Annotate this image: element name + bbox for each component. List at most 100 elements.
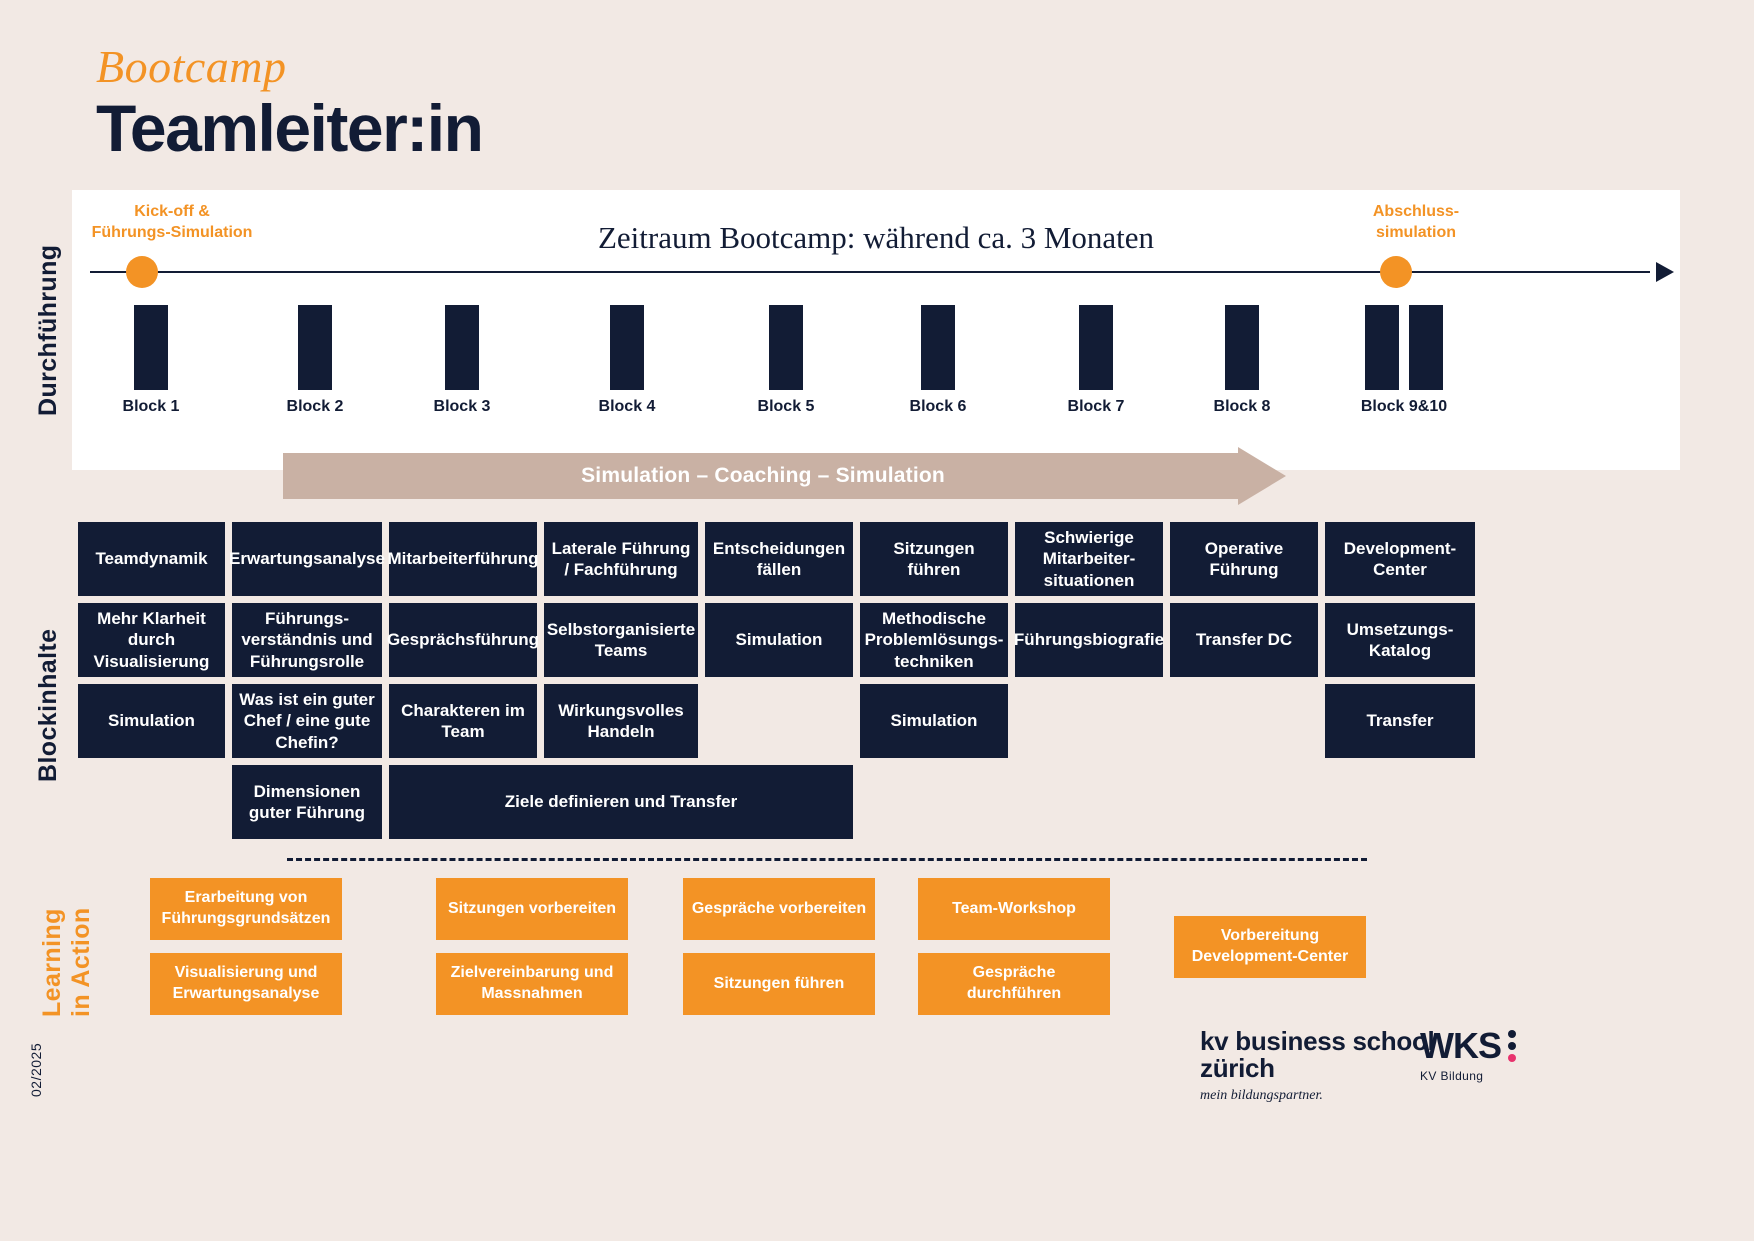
kv-logo-line1: kv business school: [1200, 1026, 1435, 1056]
timeline-bar-label-9: Block 9&10: [1360, 398, 1448, 415]
grid-cell[interactable]: Transfer DC: [1170, 603, 1318, 677]
learning-action-box[interactable]: Zielvereinbarung und Massnahmen: [436, 953, 628, 1015]
simulation-coaching-arrow: Simulation – Coaching – Simulation: [283, 447, 1323, 519]
timeline-axis: [90, 271, 1650, 273]
timeline-bar-label-8: Block 8: [1213, 398, 1271, 415]
timeline-panel: Zeitraum Bootcamp: während ca. 3 Monaten…: [72, 190, 1680, 470]
grid-cell[interactable]: Development-Center: [1325, 522, 1475, 596]
arrow-body: [283, 453, 1243, 499]
grid-cell[interactable]: Führungs-verständnis und Führungsrolle: [232, 603, 382, 677]
kickoff-label: Kick-off & Führungs-Simulation: [91, 203, 253, 241]
rail-label-learning-in-action: Learning in Action: [38, 907, 95, 1018]
grid-cell[interactable]: Selbstorganisierte Teams: [544, 603, 698, 677]
learning-column: Vorbereitung Development-Center: [1174, 916, 1366, 991]
timeline-bar-5: [769, 305, 803, 390]
kv-logo-tagline: mein bildungspartner.: [1200, 1087, 1323, 1103]
learning-action-box[interactable]: Erarbeitung von Führungsgrundsätzen: [150, 878, 342, 940]
learning-action-box[interactable]: Team-Workshop: [918, 878, 1110, 940]
section-divider: [287, 858, 1367, 861]
grid-cell[interactable]: Umsetzungs-Katalog: [1325, 603, 1475, 677]
kicker-text: Bootcamp: [96, 41, 287, 92]
grid-cell[interactable]: Laterale Führung / Fachführung: [544, 522, 698, 596]
grid-cell[interactable]: Schwierige Mitarbeiter-situationen: [1015, 522, 1163, 596]
grid-cell[interactable]: Führungsbiografie: [1014, 603, 1164, 677]
learning-action-box[interactable]: Sitzungen vorbereiten: [436, 878, 628, 940]
timeline-bar-3: [445, 305, 479, 390]
grid-cell[interactable]: Entscheidungen fällen: [705, 522, 853, 596]
learning-action-box[interactable]: Gespräche vorbereiten: [683, 878, 875, 940]
date-stamp: 02/2025: [28, 1042, 44, 1098]
wks-dot-top: [1508, 1030, 1516, 1038]
grid-cell[interactable]: Transfer: [1325, 684, 1475, 758]
grid-cell[interactable]: Mehr Klarheit durch Visualisierung: [78, 603, 225, 677]
timeline-bar-1: [134, 305, 168, 390]
grid-cell[interactable]: Sitzungen führen: [860, 522, 1008, 596]
wks-logo-name: WKS: [1420, 1025, 1502, 1066]
grid-cell[interactable]: Erwartungsanalyse: [229, 522, 385, 596]
wks-dot-middle: [1508, 1042, 1516, 1050]
final-simulation-label: Abschluss- simulation: [1372, 203, 1460, 241]
rail-label-durchfuehrung: Durchführung: [34, 244, 62, 416]
page-header: Bootcamp Teamleiter:in: [96, 41, 484, 165]
grid-cell-empty: [705, 684, 853, 758]
grid-cell[interactable]: Simulation: [860, 684, 1008, 758]
kv-logo-line2: zürich: [1200, 1053, 1275, 1084]
timeline-bar-label-6: Block 6: [909, 398, 967, 415]
wks-dot-bottom: [1508, 1054, 1516, 1062]
wks-dots-icon: [1508, 1030, 1516, 1062]
grid-cell[interactable]: Teamdynamik: [78, 522, 225, 596]
grid-cell[interactable]: Gesprächsführung: [387, 603, 539, 677]
grid-cell[interactable]: Operative Führung: [1170, 522, 1318, 596]
timeline-bar-7: [1079, 305, 1113, 390]
grid-cell[interactable]: Simulation: [705, 603, 853, 677]
timeline-bar-label-7: Block 7: [1067, 398, 1125, 415]
grid-cell[interactable]: Mitarbeiterführung: [387, 522, 539, 596]
grid-cell-empty: [1170, 684, 1318, 758]
timeline-bar-4: [610, 305, 644, 390]
timeline-bar-label-1: Block 1: [122, 398, 180, 415]
grid-cell[interactable]: Simulation: [78, 684, 225, 758]
timeline-bar-6: [921, 305, 955, 390]
grid-cell-empty: [78, 765, 225, 839]
wks-logo: WKS KV Bildung: [1420, 1025, 1516, 1083]
grid-cell[interactable]: Methodische Problemlösungs-techniken: [860, 603, 1008, 677]
wks-logo-sub: KV Bildung: [1420, 1069, 1484, 1083]
grid-cell[interactable]: Dimensionen guter Führung: [232, 765, 382, 839]
timeline-bar-10: [1409, 305, 1443, 390]
learning-action-box[interactable]: Vorbereitung Development-Center: [1174, 916, 1366, 978]
grid-cell[interactable]: Ziele definieren und Transfer: [389, 765, 853, 839]
learning-action-box[interactable]: Gespräche durchführen: [918, 953, 1110, 1015]
kv-business-school-logo: kv business school zürich mein bildungsp…: [1200, 1026, 1435, 1104]
learning-action-box[interactable]: Visualisierung und Erwartungsanalyse: [150, 953, 342, 1015]
timeline-bar-label-4: Block 4: [598, 398, 656, 415]
arrow-head-icon: [1238, 447, 1286, 505]
wks-logo-name-row: WKS: [1420, 1025, 1516, 1067]
timeline-bar-label-5: Block 5: [757, 398, 815, 415]
timeline-bar-9: [1365, 305, 1399, 390]
timeline-bar-8: [1225, 305, 1259, 390]
grid-cell[interactable]: Charakteren im Team: [389, 684, 537, 758]
final-simulation-milestone-dot: [1380, 256, 1412, 288]
timeline-bar-2: [298, 305, 332, 390]
arrow-label: Simulation – Coaching – Simulation: [581, 464, 945, 487]
grid-cell[interactable]: Was ist ein guter Chef / eine gute Chefi…: [232, 684, 382, 758]
timeline-arrow-icon: [1656, 262, 1674, 282]
kickoff-milestone-dot: [126, 256, 158, 288]
learning-action-box[interactable]: Sitzungen führen: [683, 953, 875, 1015]
page-title: Teamleiter:in: [96, 91, 484, 165]
timeline-heading: Zeitraum Bootcamp: während ca. 3 Monaten: [597, 220, 1155, 255]
timeline-bar-label-3: Block 3: [433, 398, 491, 415]
rail-label-blockinhalte: Blockinhalte: [34, 628, 62, 782]
grid-cell-empty: [1015, 684, 1163, 758]
grid-cell[interactable]: Wirkungsvolles Handeln: [544, 684, 698, 758]
